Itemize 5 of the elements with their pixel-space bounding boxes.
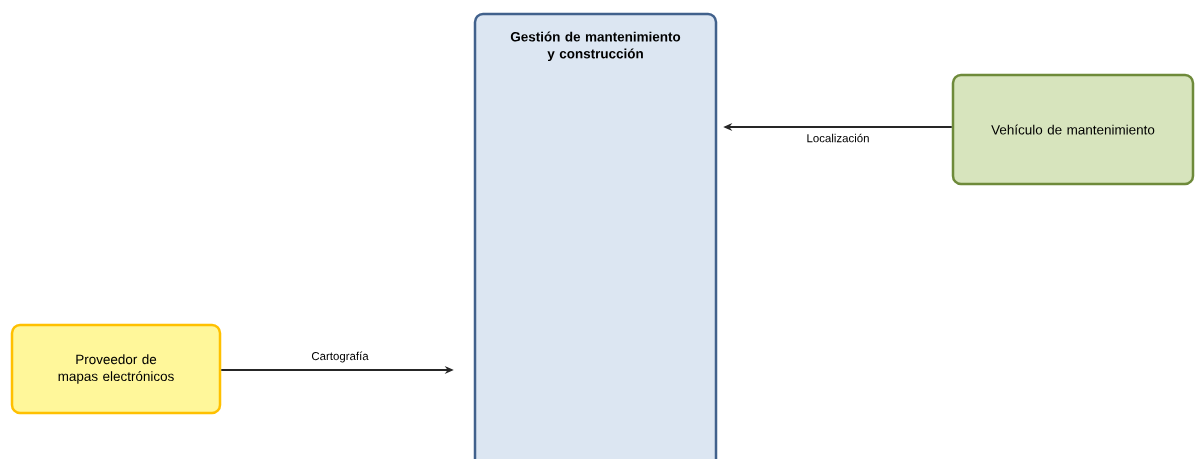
edge-label: Cartografía: [311, 351, 369, 363]
system-box: Gestión de mantenimiento y construcción: [473, 12, 718, 459]
actor-box: Vehículo de mantenimiento: [951, 73, 1195, 186]
edge-label: Localización: [807, 133, 869, 143]
provider-box: Proveedor de mapas electrónicos: [10, 323, 222, 415]
